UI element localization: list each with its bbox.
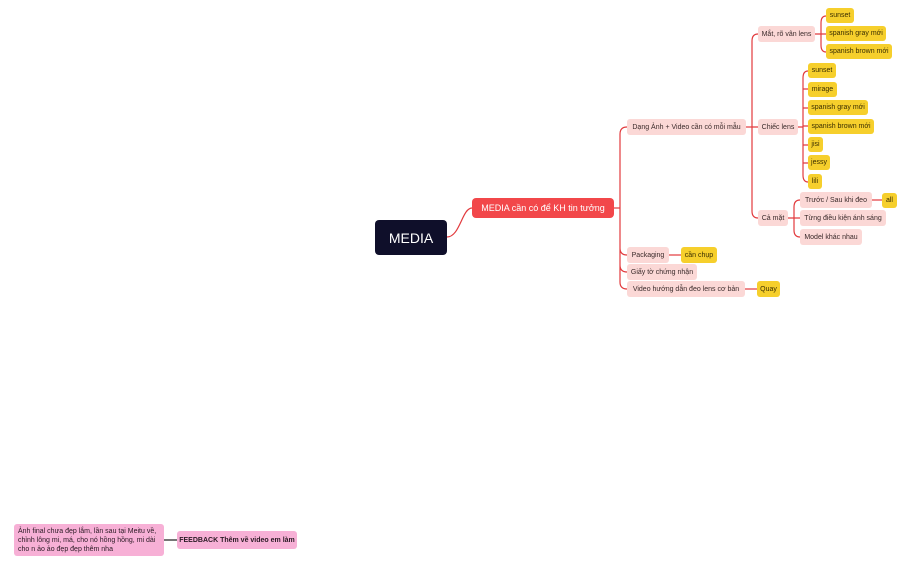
feedback-title[interactable]: FEEDBACK Thêm về video em làm	[177, 531, 297, 549]
subbranch-chiec-lens[interactable]: Chiếc lens	[758, 119, 798, 135]
branch-anh-video[interactable]: Dạng Ảnh + Video cần có mỗi mẫu	[627, 119, 746, 135]
tag-quay[interactable]: Quay	[757, 281, 780, 297]
camat-dieu-kien-anh-sang[interactable]: Từng điều kiện ánh sáng	[800, 210, 886, 226]
feedback-note[interactable]: Ảnh final chưa đẹp lắm, lần sau tại Meit…	[14, 524, 164, 556]
branch-packaging[interactable]: Packaging	[627, 247, 669, 263]
link-trunk	[619, 126, 628, 290]
tag-mat-spanish-brown[interactable]: spanish brown mới	[826, 44, 892, 59]
link-camat-children	[788, 199, 801, 238]
camat-model-khac-nhau[interactable]: Model khác nhau	[800, 229, 862, 245]
root-node[interactable]: MEDIA	[375, 220, 447, 255]
tag-mat-sunset[interactable]: sunset	[826, 8, 854, 23]
tag-lens-jisi[interactable]: jisi	[808, 137, 823, 152]
main-topic-node[interactable]: MEDIA cần có để KH tin tưởng	[472, 198, 614, 218]
camat-truoc-sau[interactable]: Trước / Sau khi đeo	[800, 192, 872, 208]
link-root-main	[446, 207, 473, 238]
tag-lens-jessy[interactable]: jessy	[808, 155, 830, 170]
link-lens-tags	[798, 70, 809, 183]
tag-all[interactable]: all	[882, 193, 897, 208]
tag-can-chup[interactable]: cần chụp	[681, 247, 717, 263]
tag-lens-spanish-brown[interactable]: spanish brown mới	[808, 119, 874, 134]
subbranch-ca-mat[interactable]: Cả mặt	[758, 210, 788, 226]
tag-mat-spanish-gray[interactable]: spanish gray mới	[826, 26, 886, 41]
tag-lens-mirage[interactable]: mirage	[808, 82, 837, 97]
subbranch-mat-ro-van-lens[interactable]: Mắt, rõ vân lens	[758, 26, 815, 42]
branch-giay-to[interactable]: Giấy tờ chứng nhận	[627, 264, 697, 280]
link-mat-tags	[815, 15, 827, 53]
branch-video-huong-dan[interactable]: Video hướng dẫn đeo lens cơ bản	[627, 281, 745, 297]
tag-lens-spanish-gray[interactable]: spanish gray mới	[808, 100, 868, 115]
tag-lens-sunset[interactable]: sunset	[808, 63, 836, 78]
tag-lens-lili[interactable]: lili	[808, 174, 822, 189]
